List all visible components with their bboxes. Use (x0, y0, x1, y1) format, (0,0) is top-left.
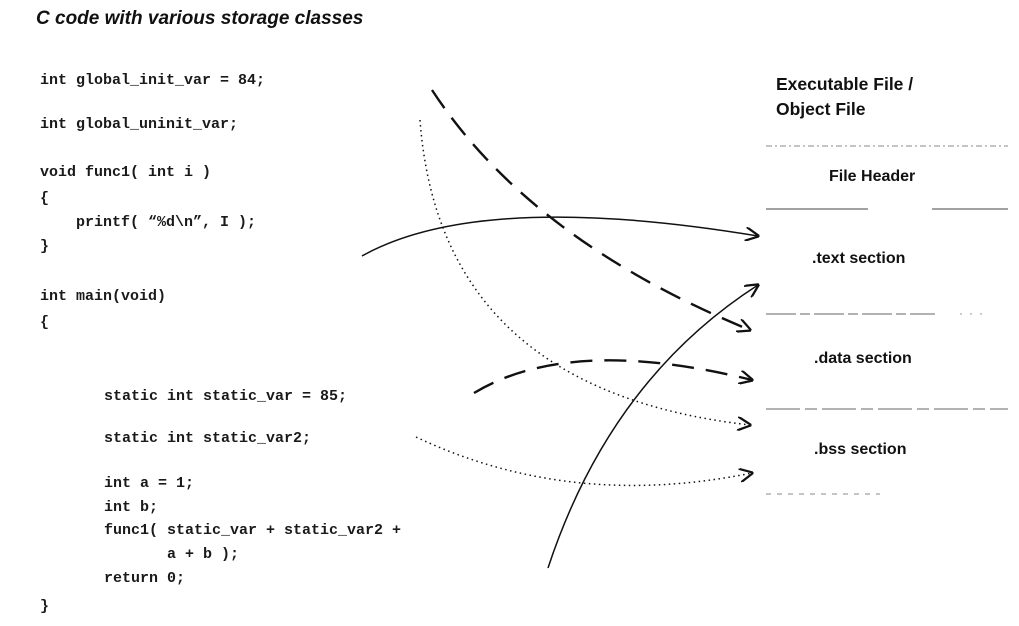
code-main-open-brace: { (40, 314, 50, 331)
code-main-signature: int main(void) (40, 288, 167, 305)
code-global-uninit-var: int global_uninit_var; (40, 116, 239, 133)
panel-title: Executable File / Object File (776, 72, 913, 122)
code-static-var: static int static_var = 85; (104, 388, 348, 405)
code-int-b: int b; (104, 499, 159, 516)
code-printf-call: printf( “%d\n”, I ); (40, 214, 257, 231)
code-static-var2: static int static_var2; (104, 430, 312, 447)
arrow-func1-to-text (361, 216, 758, 257)
text-section-label: .text section (812, 250, 906, 267)
code-main-close-brace: } (40, 598, 50, 615)
panel-title-line1: Executable File / (776, 74, 914, 94)
code-global-init-var: int global_init_var = 84; (40, 72, 266, 89)
arrow-global-init-to-data (430, 89, 750, 330)
code-func1-signature: void func1( int i ) (40, 164, 212, 181)
arrow-static-var-to-data (473, 359, 752, 395)
panel-title-line2: Object File (776, 99, 866, 119)
diagram-title: C code with various storage classes (36, 8, 364, 29)
arrow-global-uninit-to-bss (419, 119, 750, 425)
data-section-label: .data section (814, 350, 912, 367)
code-func1-call-cont: a + b ); (104, 546, 240, 563)
code-func1-call: func1( static_var + static_var2 + (104, 522, 402, 539)
arrow-main-to-text (547, 285, 758, 569)
bss-section-label: .bss section (814, 441, 907, 458)
section-dividers (766, 145, 1008, 495)
arrow-static-var2-to-bss (415, 436, 752, 487)
file-header-label: File Header (829, 168, 916, 185)
code-func1-open-brace: { (40, 190, 50, 207)
code-return: return 0; (104, 570, 186, 587)
code-func1-close-brace: } (40, 238, 50, 255)
code-int-a: int a = 1; (104, 475, 195, 492)
